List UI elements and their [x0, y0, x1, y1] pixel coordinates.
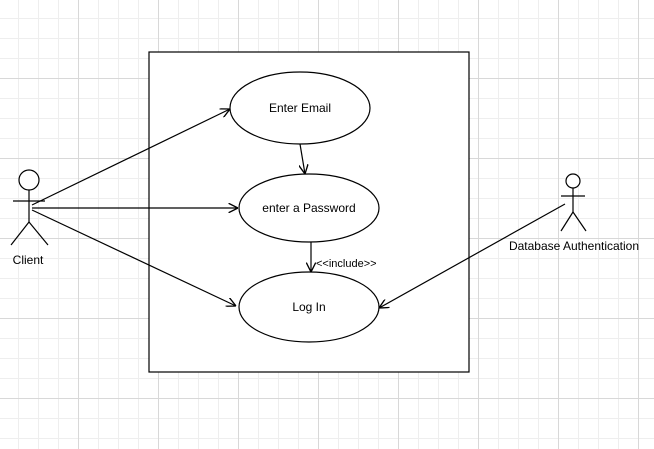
enter-email-label: Enter Email — [269, 101, 331, 115]
database-to-log-in-arrow[interactable] — [379, 203, 566, 308]
actor-right-leg — [572, 211, 587, 232]
client-to-enter-email-arrow[interactable] — [31, 109, 230, 206]
actor-right-leg — [28, 221, 49, 246]
actor-head — [565, 173, 581, 189]
enter-password-label: enter a Password — [262, 201, 355, 215]
use-case-enter-password[interactable]: enter a Password — [238, 173, 380, 243]
use-case-log-in[interactable]: Log In — [238, 271, 380, 343]
use-case-oval — [238, 173, 380, 243]
actor-left-leg — [560, 211, 574, 232]
include-label: <<include>> — [316, 258, 377, 270]
actor-database[interactable]: Database Authentication — [509, 173, 639, 253]
enter-email-to-enter-password-arrow[interactable] — [300, 143, 305, 174]
database-label: Database Authentication — [509, 239, 639, 253]
log-in-label: Log In — [292, 300, 325, 314]
actor-client[interactable]: Client — [10, 169, 49, 267]
actor-head — [18, 169, 40, 191]
use-case-enter-email[interactable]: Enter Email — [229, 71, 371, 145]
actor-left-leg — [10, 221, 30, 246]
client-label: Client — [13, 253, 44, 267]
client-to-log-in-arrow[interactable] — [31, 209, 236, 306]
